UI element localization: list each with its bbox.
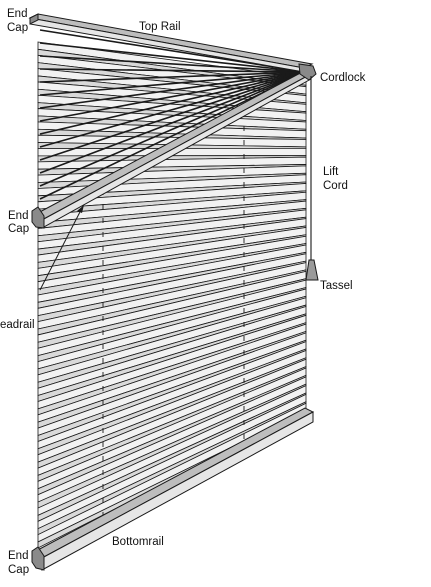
label-lift-cord: Lift Cord [323,166,348,192]
label-lift-cord-line2: Cord [323,180,348,192]
label-tassel: Tassel [320,280,353,292]
tassel [305,259,319,281]
cord-fan-line [39,68,307,73]
cord-fan-line [39,71,307,161]
cord-fan [39,29,307,200]
label-top-rail: Top Rail [139,21,181,33]
label-end-cap-middle-line1: End [8,210,28,222]
cord-fan-line [39,71,307,96]
label-headrail: eadrail [0,319,35,331]
cordlock [298,63,317,81]
label-end-cap-middle: End Cap [8,210,32,235]
cord-fan-line [39,71,307,122]
cord-fan-line [39,42,307,73]
headrail-leader-arrow [77,205,84,213]
label-end-cap-bottom-line2: Cap [8,564,29,576]
end-cap-top [29,13,39,25]
cord-fan-line [39,71,307,109]
label-bottomrail: Bottomrail [112,536,164,548]
cord-fan-line [39,71,307,148]
label-end-cap-middle-line2: Cap [8,223,29,235]
pleated-fabric [37,41,307,549]
end-cap-middle [31,206,45,229]
cord-fan-line [39,55,307,73]
cord-fan-line [39,71,307,174]
label-end-cap-top-line2: Cap [7,22,28,34]
cord-fan-line [39,71,307,187]
label-end-cap-bottom-line1: End [8,550,28,562]
label-lift-cord-line1: Lift [323,166,339,178]
headrail-leader-line [39,207,83,291]
label-end-cap-top-line1: End [7,8,27,20]
label-cordlock: Cordlock [320,72,366,84]
cord-fan-line [39,71,307,83]
cord-fan-line [39,71,307,135]
label-end-cap-top: End Cap [7,8,31,34]
end-cap-bottom [31,546,45,571]
label-end-cap-bottom: End Cap [8,550,32,576]
